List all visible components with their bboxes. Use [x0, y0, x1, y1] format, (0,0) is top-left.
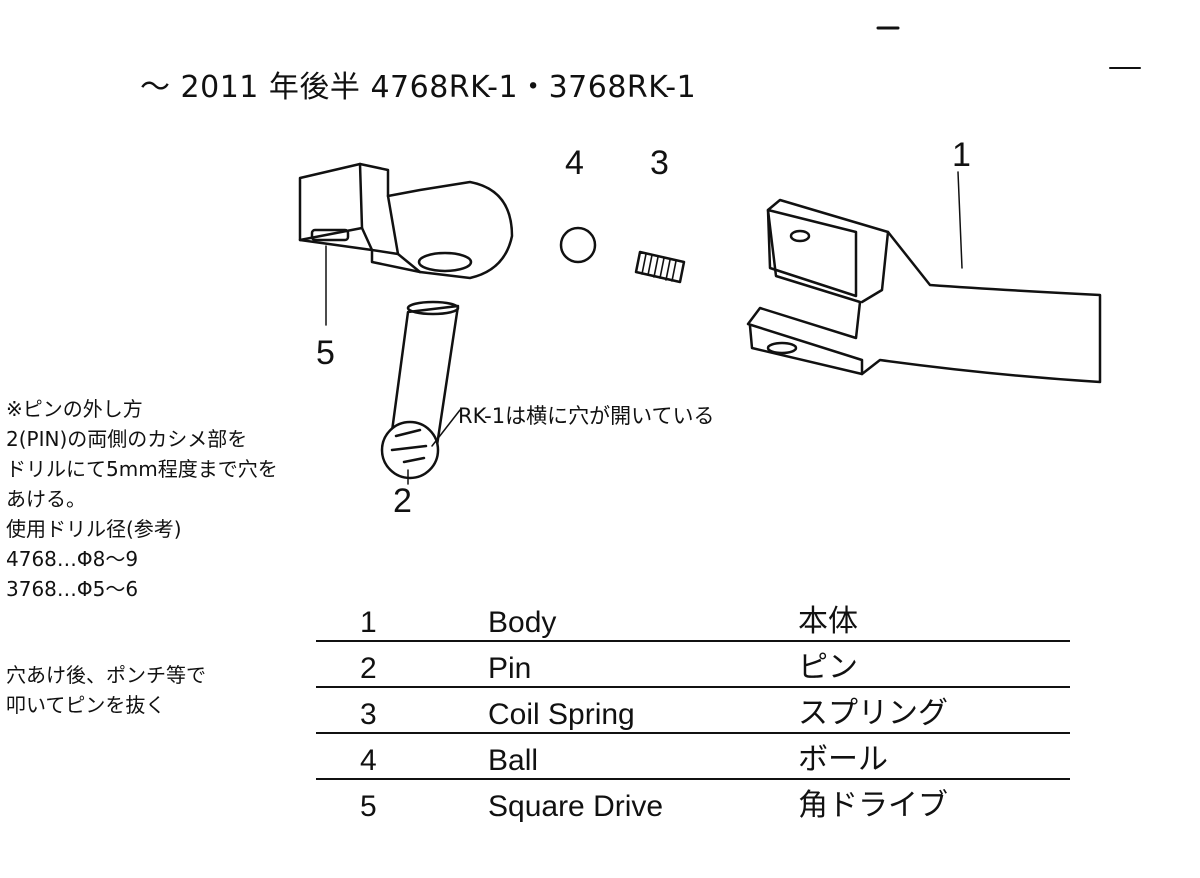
- callout-label-4: 4: [565, 144, 584, 182]
- part-number: 1: [360, 606, 377, 639]
- part-number: 4: [360, 744, 377, 777]
- part-name-ja: ピン: [798, 650, 858, 685]
- parts-row: 4 Ball ボール: [316, 738, 1070, 780]
- parts-row: 5 Square Drive 角ドライブ: [316, 784, 1070, 824]
- part-number: 5: [360, 790, 377, 823]
- part-name-en: Body: [488, 606, 557, 639]
- part-number: 3: [360, 698, 377, 731]
- pin-removal-heading: ※ピンの外し方: [6, 397, 143, 421]
- page-title: ～ 2011 年後半 4768RK-1・3768RK-1: [140, 70, 697, 105]
- pin-removal-after: 穴あけ後、ポンチ等で 叩いてピンを抜く: [6, 663, 206, 717]
- part-name-ja: スプリング: [798, 696, 948, 731]
- callout-label-1: 1: [952, 136, 971, 174]
- callout-label-5: 5: [316, 334, 335, 372]
- body-part: [746, 171, 1102, 384]
- parts-row: 1 Body 本体: [316, 600, 1070, 642]
- pin-removal-instructions: 2(PIN)の両側のカシメ部を ドリルにて5mm程度まで穴を あける。 使用ドリ…: [6, 427, 278, 601]
- ball-part: [559, 226, 597, 264]
- part-name-en: Coil Spring: [488, 698, 635, 731]
- parts-row: 3 Coil Spring スプリング: [316, 692, 1070, 734]
- part-name-ja: ボール: [798, 742, 888, 777]
- part-name-en: Ball: [488, 744, 539, 777]
- callout-label-2: 2: [393, 482, 412, 520]
- coil-spring-part: [634, 250, 686, 284]
- part-name-en: Pin: [488, 652, 532, 685]
- part-number: 2: [360, 652, 377, 685]
- callout-label-3: 3: [650, 144, 669, 182]
- part-name-ja: 本体: [798, 604, 858, 639]
- part-name-en: Square Drive: [488, 790, 664, 823]
- square-drive-part: [298, 162, 514, 326]
- part-name-ja: 角ドライブ: [798, 788, 948, 823]
- rk-1-hole-note: RK-1は横に穴が開いている: [458, 404, 715, 428]
- pin-part: [380, 300, 461, 485]
- parts-list: 1 Body 本体 2 Pin ピン 3 Coil Spring スプリング 4…: [316, 600, 1070, 828]
- parts-row: 2 Pin ピン: [316, 646, 1070, 688]
